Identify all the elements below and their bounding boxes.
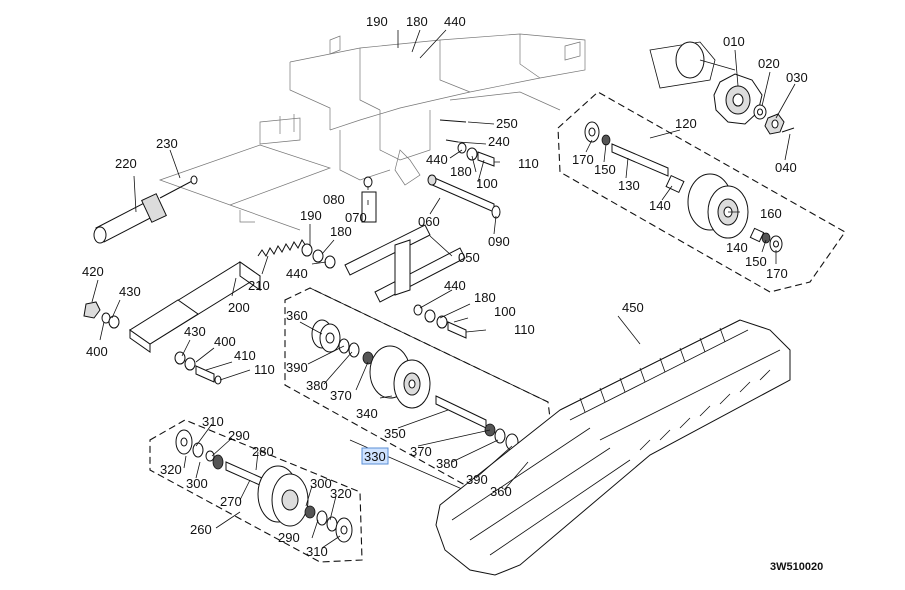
- label-260: 260: [190, 522, 212, 537]
- label-070: 070: [345, 210, 367, 225]
- label-060: 060: [418, 214, 440, 229]
- label-300: 300: [310, 476, 332, 491]
- label-190: 190: [300, 208, 322, 223]
- label-130: 130: [618, 178, 640, 193]
- label-400: 400: [86, 344, 108, 359]
- label-110: 110: [518, 156, 539, 171]
- label-120: 120: [675, 116, 697, 131]
- label-140: 140: [726, 240, 748, 255]
- label-170: 170: [766, 266, 788, 281]
- leader-lines: [91, 29, 796, 549]
- label-150: 150: [745, 254, 767, 269]
- label-110: 110: [514, 322, 535, 337]
- label-040: 040: [775, 160, 797, 175]
- label-440: 440: [444, 14, 466, 29]
- label-430: 430: [119, 284, 141, 299]
- label-140: 140: [649, 198, 671, 213]
- label-400: 400: [214, 334, 236, 349]
- label-220: 220: [115, 156, 137, 171]
- label-090: 090: [488, 234, 510, 249]
- label-180: 180: [450, 164, 472, 179]
- label-080: 080: [323, 192, 345, 207]
- label-440: 440: [426, 152, 448, 167]
- drawing-code: 3W510020: [770, 561, 823, 573]
- label-180: 180: [406, 14, 428, 29]
- tension-arm: [83, 175, 307, 385]
- bolt-set-upper: [427, 119, 501, 219]
- label-430: 430: [184, 324, 206, 339]
- label-360: 360: [286, 308, 308, 323]
- label-340: 340: [356, 406, 378, 421]
- label-250: 250: [496, 116, 518, 131]
- label-030: 030: [786, 70, 808, 85]
- label-350: 350: [384, 426, 406, 441]
- label-330-selected[interactable]: 330: [364, 449, 386, 464]
- label-360: 360: [490, 484, 512, 499]
- main-frame: [158, 33, 586, 231]
- label-310: 310: [202, 414, 224, 429]
- label-290: 290: [228, 428, 250, 443]
- selected-part-highlight: [361, 447, 389, 465]
- label-450: 450: [622, 300, 644, 315]
- label-390: 390: [286, 360, 308, 375]
- label-190: 190: [366, 14, 388, 29]
- idler-group-260: [149, 419, 363, 563]
- label-370: 370: [330, 388, 352, 403]
- label-440: 440: [444, 278, 466, 293]
- label-150: 150: [594, 162, 616, 177]
- label-440: 440: [286, 266, 308, 281]
- label-320: 320: [160, 462, 182, 477]
- part-number-labels: 190 180 440 010 020 030 040 120 250 240 …: [82, 14, 823, 573]
- label-160: 160: [760, 206, 782, 221]
- label-050: 050: [458, 250, 480, 265]
- label-240: 240: [488, 134, 510, 149]
- label-300: 300: [186, 476, 208, 491]
- label-310: 310: [306, 544, 328, 559]
- label-210: 210: [248, 278, 270, 293]
- label-180: 180: [474, 290, 496, 305]
- label-230: 230: [156, 136, 178, 151]
- label-280: 280: [252, 444, 274, 459]
- label-380: 380: [436, 456, 458, 471]
- label-410: 410: [234, 348, 256, 363]
- label-100: 100: [476, 176, 498, 191]
- rubber-track-450: [435, 319, 791, 576]
- label-020: 020: [758, 56, 780, 71]
- label-200: 200: [228, 300, 250, 315]
- label-100: 100: [494, 304, 516, 319]
- label-370: 370: [410, 444, 432, 459]
- label-290: 290: [278, 530, 300, 545]
- label-170: 170: [572, 152, 594, 167]
- label-420: 420: [82, 264, 104, 279]
- label-110: 110: [254, 362, 275, 377]
- label-270: 270: [220, 494, 242, 509]
- label-380: 380: [306, 378, 328, 393]
- label-320: 320: [330, 486, 352, 501]
- label-010: 010: [723, 34, 745, 49]
- label-180: 180: [330, 224, 352, 239]
- label-390: 390: [466, 472, 488, 487]
